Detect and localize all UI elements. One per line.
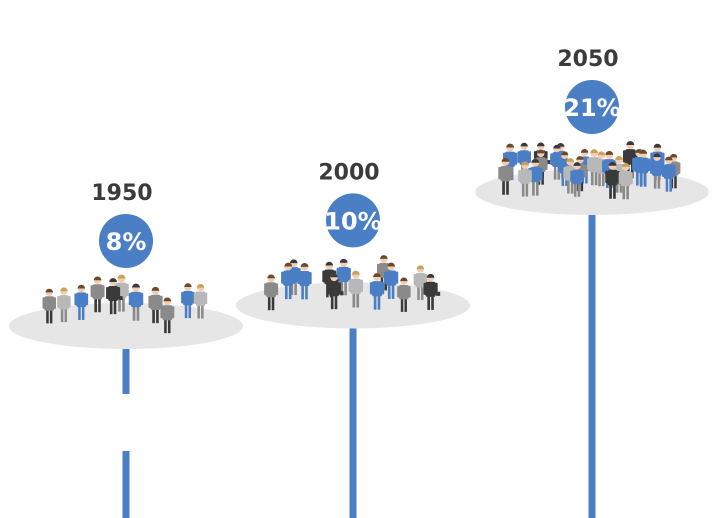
person-icon (528, 158, 543, 196)
person-icon (297, 263, 312, 300)
person-icon (661, 156, 676, 192)
person-icon (650, 153, 664, 189)
column-2000 (349, 328, 357, 518)
person-icon (618, 163, 633, 200)
year-label-1950: 1950 (91, 181, 152, 206)
person-icon (518, 161, 532, 197)
person-icon (605, 161, 623, 199)
crowd-1950 (42, 274, 208, 334)
person-icon (423, 273, 441, 310)
person-icon (498, 157, 513, 195)
value-label-2050: 21% (563, 94, 620, 122)
person-icon (348, 270, 364, 308)
year-label-2050: 2050 (557, 47, 618, 72)
person-icon (193, 283, 208, 319)
person-icon (336, 258, 351, 296)
column-2050 (588, 215, 596, 518)
column-1950-segment (122, 451, 130, 518)
person-icon (327, 273, 344, 310)
value-bubble-2000 (326, 193, 380, 248)
column-1950-segment (122, 349, 130, 394)
platform-1950 (9, 303, 243, 349)
person-icon (90, 276, 105, 313)
person-icon (160, 297, 175, 334)
person-icon (570, 162, 584, 197)
crowd-2050 (498, 141, 681, 200)
person-icon (384, 262, 399, 299)
person-icon (148, 286, 163, 324)
person-icon (413, 265, 428, 301)
person-icon (42, 288, 57, 324)
value-bubble-2050 (565, 80, 619, 134)
person-icon (181, 283, 195, 319)
person-icon (264, 274, 279, 311)
person-icon (74, 284, 89, 320)
person-icon (635, 149, 651, 187)
person-icon (106, 278, 123, 315)
person-icon (369, 273, 385, 310)
value-label-1950: 8% (106, 228, 147, 256)
person-icon (57, 287, 71, 323)
crowd-2000 (264, 255, 441, 312)
person-icon (397, 277, 411, 312)
year-label-2000: 2000 (318, 160, 379, 185)
person-icon (563, 158, 578, 194)
person-icon (281, 262, 296, 300)
person-icon (128, 283, 144, 321)
value-label-2000: 10% (324, 207, 381, 235)
value-bubble-1950 (99, 214, 153, 268)
